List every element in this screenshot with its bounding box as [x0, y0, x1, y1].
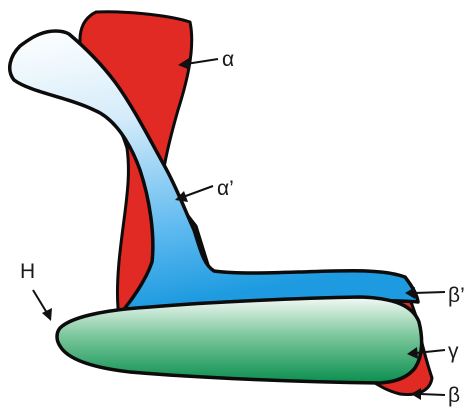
alpha-prime-beta-prime-domain	[10, 31, 418, 314]
label-beta: β	[448, 384, 460, 407]
gamma-domain	[57, 297, 422, 383]
label-h: H	[20, 260, 35, 283]
label-beta-prime: β’	[448, 284, 465, 307]
label-gamma: γ	[448, 340, 459, 363]
alpha-prime-arrow	[175, 186, 213, 202]
label-alpha-prime: α’	[217, 177, 234, 200]
label-alpha: α	[222, 48, 234, 71]
h-arrow	[33, 290, 52, 321]
